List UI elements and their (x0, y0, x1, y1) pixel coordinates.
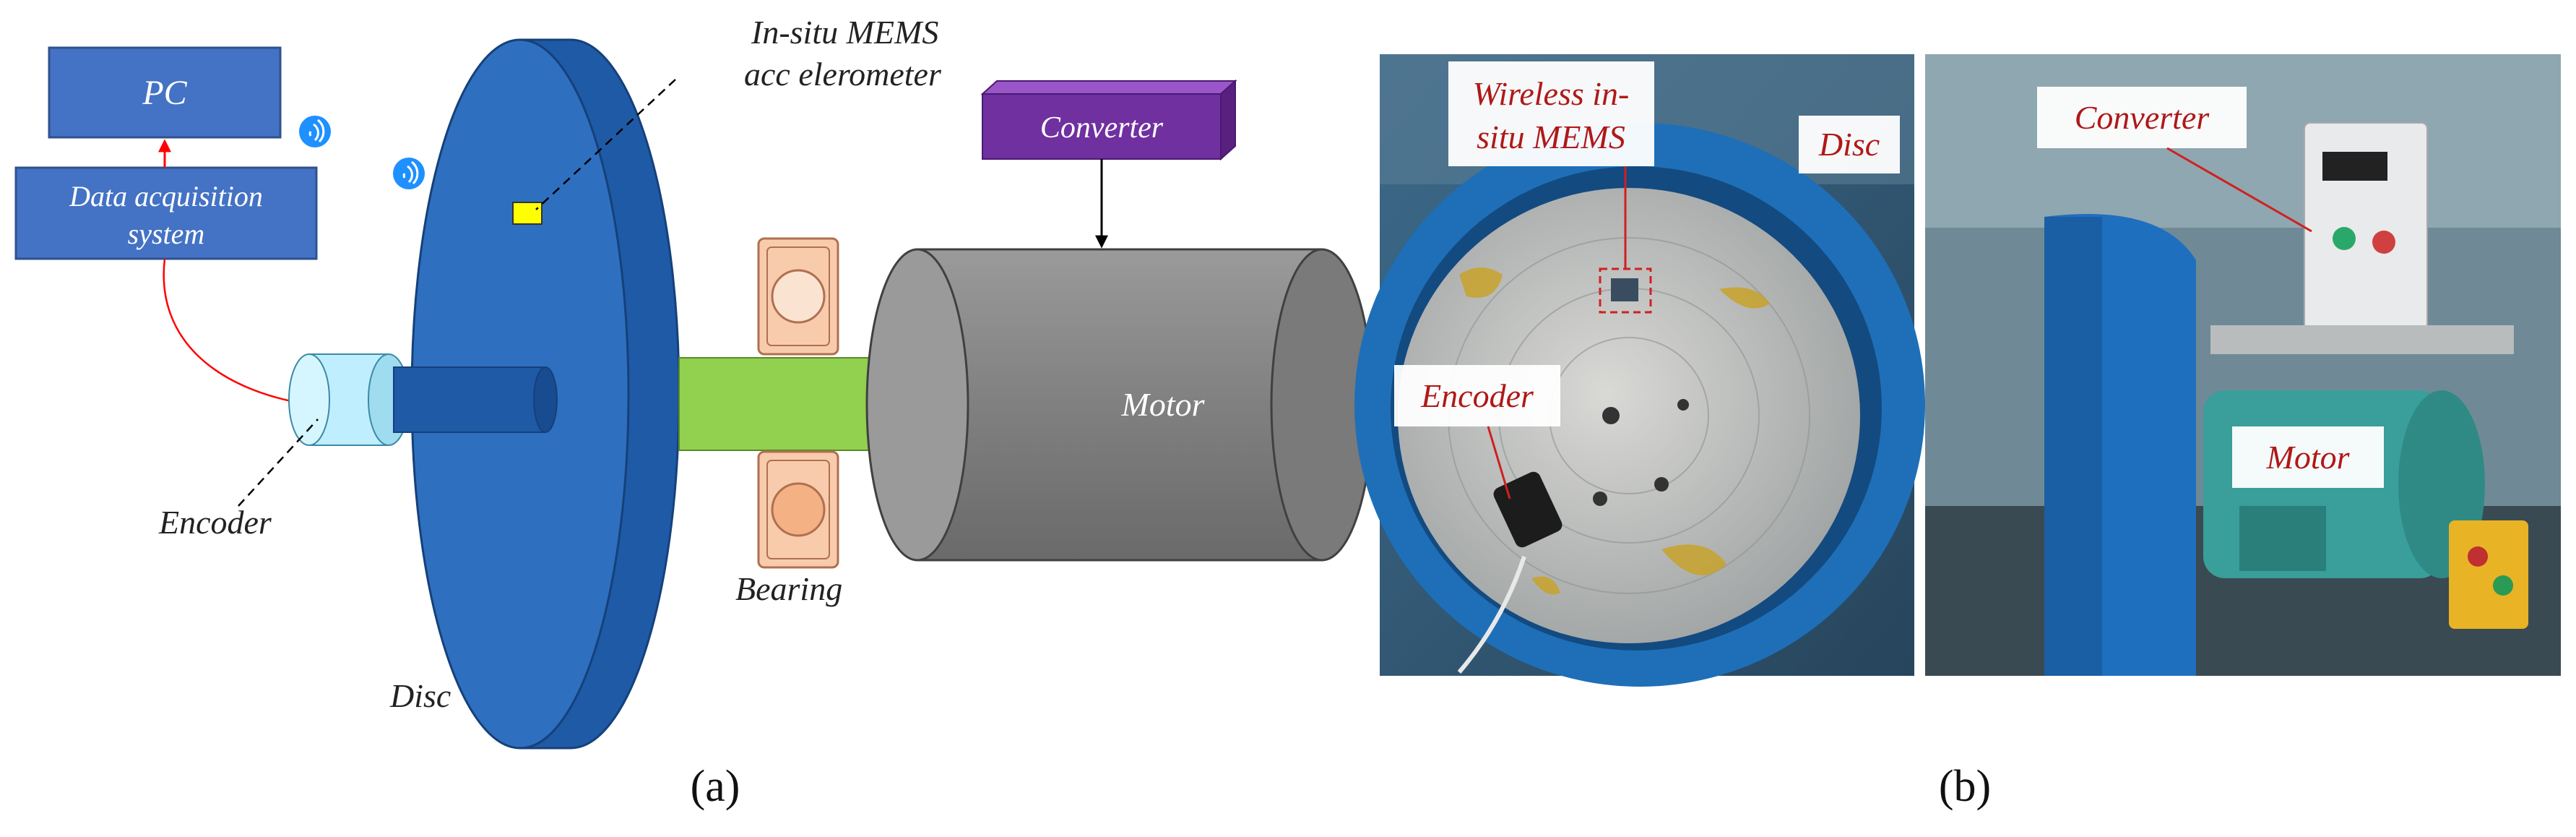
callout-encoder: Encoder (1394, 365, 1560, 499)
schematic-panel: PC Data acquisition system (14, 14, 1374, 811)
caption-b: (b) (1939, 762, 1991, 811)
photo-panel: Wireless in- situ MEMS Disc Encoder Conv… (1354, 54, 2561, 811)
callout-motor-label: Motor (2266, 439, 2351, 476)
motor: Motor (865, 248, 1374, 562)
converter-box: Converter (980, 79, 1237, 161)
daq-label-line2: system (128, 218, 205, 250)
mems-label-line1: In-situ MEMS (751, 14, 938, 51)
mems-label-line2: acc elerometer (744, 56, 942, 93)
disc-label: Disc (389, 677, 451, 714)
wifi-icon (393, 158, 425, 189)
callout-wireless-mems: Wireless in- situ MEMS (1448, 61, 1654, 269)
callout-wireless-line2: situ MEMS (1477, 119, 1625, 155)
callout-encoder-label: Encoder (1420, 377, 1534, 414)
left-shaft (393, 366, 558, 433)
caption-a: (a) (691, 762, 740, 811)
callout-converter: Converter (2037, 87, 2312, 233)
callout-converter-label: Converter (2075, 99, 2210, 136)
encoder (288, 353, 410, 446)
bearing-bottom (757, 450, 839, 569)
converter-label: Converter (1040, 111, 1164, 145)
callout-wireless-line1: Wireless in- (1473, 75, 1630, 112)
encoder-signal-line (163, 258, 311, 406)
encoder-label: Encoder (158, 504, 272, 541)
mems-leader (535, 79, 676, 210)
callout-motor: Motor (2232, 426, 2384, 488)
encoder-leader (238, 418, 319, 507)
mems-sensor (512, 202, 543, 225)
photo-left (1354, 54, 1925, 687)
daq-box: Data acquisition system (14, 166, 318, 260)
bearing-label: Bearing (735, 570, 842, 607)
photo-right (1925, 54, 2561, 676)
pc-box: PC (48, 46, 282, 139)
daq-label-line1: Data acquisition (69, 180, 263, 213)
pc-label: PC (142, 74, 187, 112)
wifi-icon (299, 116, 331, 147)
callout-disc-label: Disc (1818, 126, 1880, 163)
bearing-top (757, 237, 839, 356)
motor-label: Motor (1121, 386, 1206, 423)
callout-disc: Disc (1799, 116, 1900, 173)
